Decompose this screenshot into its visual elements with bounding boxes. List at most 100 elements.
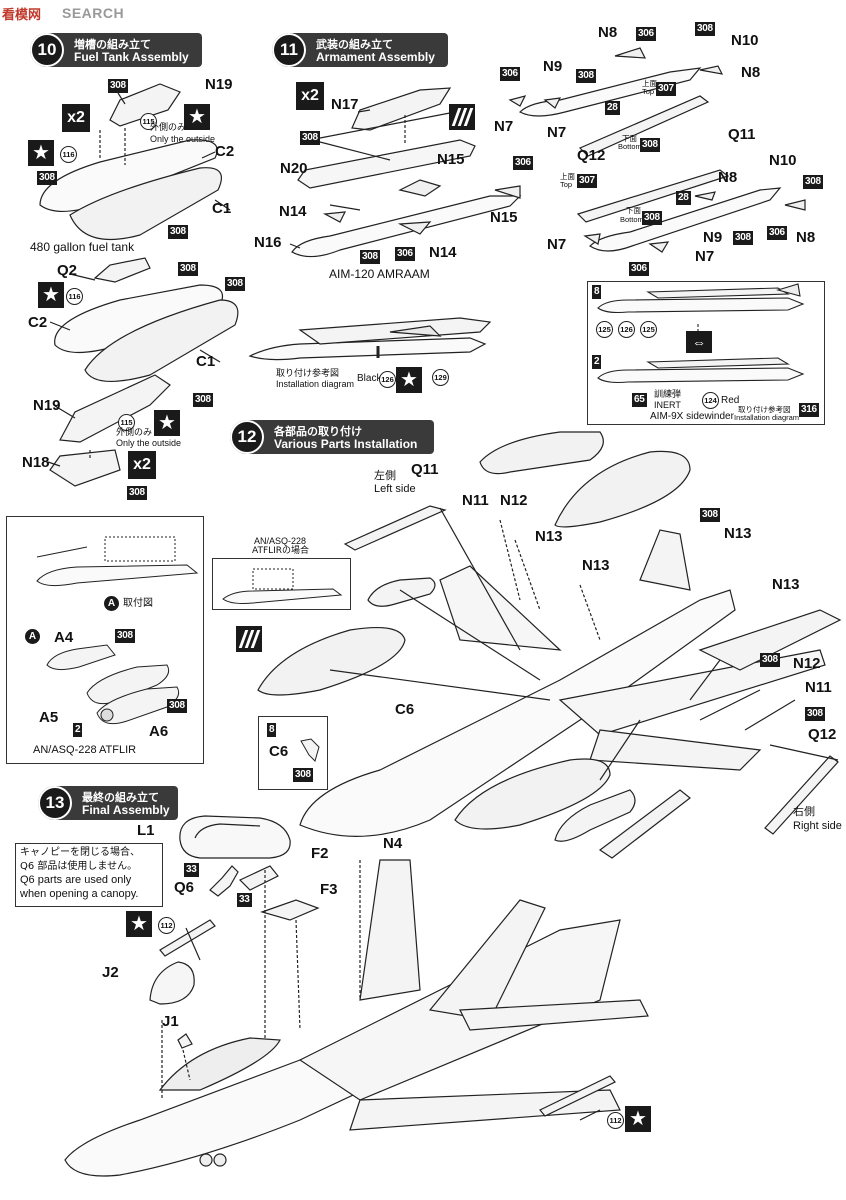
step-10-header: 10 増槽の組み立て Fuel Tank Assembly: [30, 33, 202, 67]
part-label-n16: N16: [254, 234, 282, 251]
step-11-title-en: Armament Assembly: [316, 50, 435, 64]
step-12-title-en: Various Parts Installation: [274, 437, 418, 451]
circle-code-112: 112: [158, 917, 175, 934]
atflir-caption: AN/ASQ-228 ATFLIR: [33, 744, 137, 756]
part-label-n9: N9: [543, 58, 563, 75]
color-code-308: 308: [733, 231, 753, 245]
color-code-308: 308: [576, 69, 596, 83]
color-code-306: 306: [395, 247, 415, 261]
color-code-2: 2: [592, 355, 602, 369]
part-label-q6: Q6: [174, 879, 195, 896]
install-diagram-en: Installation diagram: [734, 413, 800, 422]
part-label-n13: N13: [582, 557, 610, 574]
circle-code-124: 124: [702, 392, 719, 409]
bottom-jp: 下面: [626, 206, 641, 215]
part-label-n11: N11: [462, 492, 489, 509]
star-marker-icon: ★: [184, 104, 210, 130]
multiply-2-badge: x2: [128, 451, 156, 479]
color-code-308: 308: [803, 175, 823, 189]
bottom-en: Bottom: [618, 142, 642, 151]
canopy-note-jp-2: Q6 部品は使用しません。: [20, 861, 138, 872]
right-side-en: Right side: [793, 820, 842, 832]
step-12-number: 12: [230, 420, 264, 454]
step-10-title-jp: 増槽の組み立て: [74, 38, 151, 51]
only-outside-jp: 外側のみ: [116, 428, 153, 438]
step-12-header: 12 各部品の取り付け Various Parts Installation: [230, 420, 434, 454]
color-code-308: 308: [225, 277, 245, 291]
part-label-q11: Q11: [728, 126, 756, 143]
color-code-308: 308: [168, 225, 188, 239]
part-label-n14: N14: [279, 203, 307, 220]
part-label-j1: J1: [162, 1013, 179, 1030]
color-code-2: 2: [73, 723, 83, 737]
part-label-q12: Q12: [808, 726, 837, 743]
step-13-number: 13: [38, 786, 72, 820]
color-code-306: 306: [629, 262, 649, 276]
color-code-308: 308: [178, 262, 198, 276]
color-code-308: 308: [760, 653, 780, 667]
part-label-n8: N8: [718, 169, 738, 186]
circle-code-115: 115: [140, 113, 157, 130]
watermark-logo: 看模网: [2, 8, 42, 23]
part-label-n19: N19: [33, 397, 61, 414]
canopy-note-en-2: when opening a canopy.: [20, 888, 139, 900]
circle-code-116: 116: [66, 288, 83, 305]
watermark: 看模网 SEARCH: [2, 4, 162, 24]
color-code-33: 33: [184, 863, 199, 877]
part-label-n9: N9: [703, 229, 723, 246]
part-label-n11: N11: [805, 679, 832, 696]
step-10-number: 10: [30, 33, 64, 67]
atflir-case-drawing: [222, 568, 343, 604]
color-code-308: 308: [115, 629, 135, 643]
right-side-jp: 右側: [793, 805, 815, 818]
part-label-q2: Q2: [57, 262, 78, 279]
marker-a-badge: A: [25, 629, 40, 644]
inert-jp: 訓練弾: [654, 390, 682, 400]
circle-code-125: 125: [596, 321, 613, 338]
part-label-a6: A6: [149, 723, 169, 740]
c6-part-drawing: [300, 738, 320, 762]
canopy-note-jp-1: キャノピーを閉じる場合、: [20, 847, 140, 858]
part-label-n7: N7: [547, 236, 567, 253]
watermark-text: SEARCH: [62, 5, 125, 21]
bottom-en: Bottom: [620, 215, 644, 224]
only-outside-jp: 外側のみ: [150, 123, 187, 133]
part-label-n7: N7: [494, 118, 514, 135]
star-marker-icon: ★: [38, 282, 64, 308]
part-label-n12: N12: [500, 492, 528, 509]
atflir-case-line2: ATFLIRの場合: [252, 546, 310, 556]
part-label-q11: Q11: [411, 461, 439, 478]
part-label-n15: N15: [490, 209, 518, 226]
color-code-308: 308: [293, 768, 313, 782]
color-code-306: 306: [767, 226, 787, 240]
c6-detail-box: 8 C6 308: [258, 716, 328, 790]
color-code-308: 308: [167, 699, 187, 713]
part-label-n8: N8: [796, 229, 816, 246]
step-12-title-jp: 各部品の取り付け: [274, 425, 362, 438]
color-code-308: 308: [642, 211, 662, 225]
circle-code-116: 116: [60, 146, 77, 163]
circle-code-126: 126: [618, 321, 635, 338]
install-diagram-en: Installation diagram: [276, 379, 355, 389]
part-label-f2: F2: [311, 845, 329, 862]
color-code-308: 308: [193, 393, 213, 407]
color-code-307: 307: [656, 82, 676, 96]
color-code-306: 306: [636, 27, 656, 41]
part-label-a4: A4: [54, 629, 74, 646]
part-label-n13: N13: [772, 576, 800, 593]
star-marker-icon: ★: [154, 410, 180, 436]
part-label-c6: C6: [269, 743, 289, 760]
black-color-label: Black: [357, 373, 382, 384]
only-outside-en: Only the outside: [116, 438, 182, 448]
part-label-n20: N20: [280, 160, 308, 177]
step-11-number: 11: [272, 33, 306, 67]
color-code-308: 308: [108, 79, 128, 93]
install-diagram-jp: 取り付け参考図: [738, 405, 791, 414]
star-marker-icon: ★: [28, 140, 54, 166]
circle-code-126: 126: [379, 371, 396, 388]
color-code-33: 33: [237, 893, 252, 907]
